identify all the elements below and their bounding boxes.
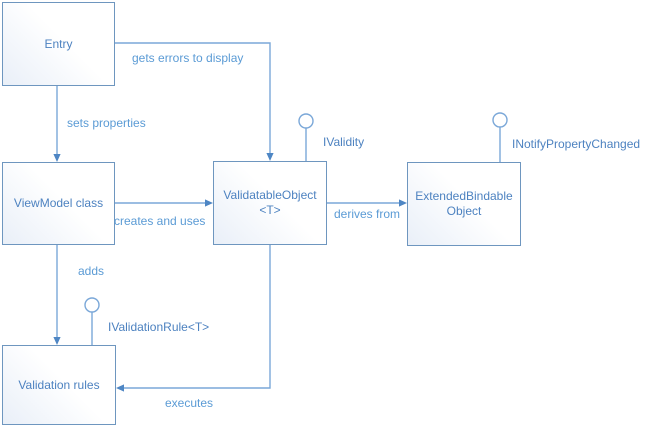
arrowhead-sets-properties	[53, 154, 61, 162]
connector-executes	[123, 245, 271, 389]
lollipop-inotify-icon	[492, 112, 508, 128]
edge-label-adds: adds	[78, 264, 105, 278]
lollipop-ivalidationrule-icon	[84, 297, 100, 313]
lollipop-ivalidity-icon	[298, 113, 314, 129]
arrowhead-adds	[53, 337, 61, 345]
node-entry: Entry	[2, 2, 115, 86]
edge-label-executes: executes	[165, 396, 214, 410]
edge-label-sets-properties: sets properties	[67, 116, 146, 130]
edge-label-creates-and-uses: creates and uses	[114, 214, 206, 228]
interface-label-inotifypropertychanged: INotifyPropertyChanged	[512, 137, 641, 151]
edge-label-derives-from: derives from	[334, 207, 401, 221]
arrowhead-gets-errors	[266, 153, 274, 161]
node-extended-bindable-object: ExtendedBindable Object	[407, 162, 521, 246]
connector-gets-errors	[115, 42, 271, 154]
edge-label-gets-errors: gets errors to display	[132, 51, 244, 65]
node-viewmodel-class: ViewModel class	[2, 162, 115, 245]
node-validatable-object: ValidatableObject <T>	[213, 161, 327, 245]
arrowhead-executes	[116, 384, 124, 392]
interface-label-ivalidationrule: IValidationRule<T>	[108, 320, 210, 334]
node-validation-rules: Validation rules	[2, 345, 116, 425]
arrowhead-creates-uses	[205, 199, 213, 207]
arrowhead-derives-from	[399, 199, 407, 207]
interface-label-ivalidity: IValidity	[323, 135, 365, 149]
